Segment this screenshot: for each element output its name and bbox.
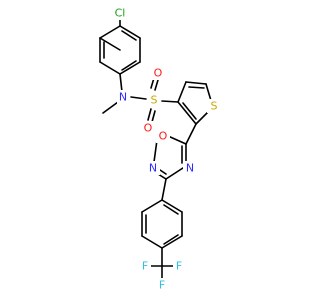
atom-o-sulfonyl-bottom: O [144, 122, 153, 135]
atom-s-sulfonyl: S [151, 94, 158, 107]
molecule-diagram: Cl N S O O S O N N F F F [99, 6, 221, 292]
bond-c-n [119, 73, 123, 93]
bond-n-s [130, 96, 147, 100]
atom-f-bottom: F [159, 279, 165, 292]
atom-s-thiophene: S [211, 100, 218, 113]
trifluoromethylphenyl-ring [141, 199, 183, 249]
atom-n-oxadiazole-left: N [149, 162, 157, 175]
atom-labels: Cl N S O O S O N N F F F [110, 6, 221, 292]
atom-n-oxadiazole-right: N [186, 162, 194, 175]
thiophene-ring [177, 81, 213, 125]
atom-cl: Cl [115, 7, 126, 20]
bond-n-methyl [102, 101, 119, 114]
atom-f-left: F [142, 260, 148, 273]
atom-f-right: F [176, 260, 182, 273]
bond-thiophene-oxadiazole [185, 123, 197, 145]
atom-o-oxadiazole: O [159, 130, 168, 143]
cf3-bonds [149, 265, 175, 279]
structure-svg: Cl N S O O S O N N F F F [99, 6, 221, 292]
bond-oxadiazole-phenyl [161, 178, 167, 201]
atom-n-sulfonamide: N [119, 91, 127, 104]
bond-s-thiophene [161, 100, 179, 103]
oxadiazole-ring [153, 135, 187, 180]
atom-o-sulfonyl-top: O [154, 67, 163, 80]
chlorophenyl-ring [99, 25, 141, 75]
